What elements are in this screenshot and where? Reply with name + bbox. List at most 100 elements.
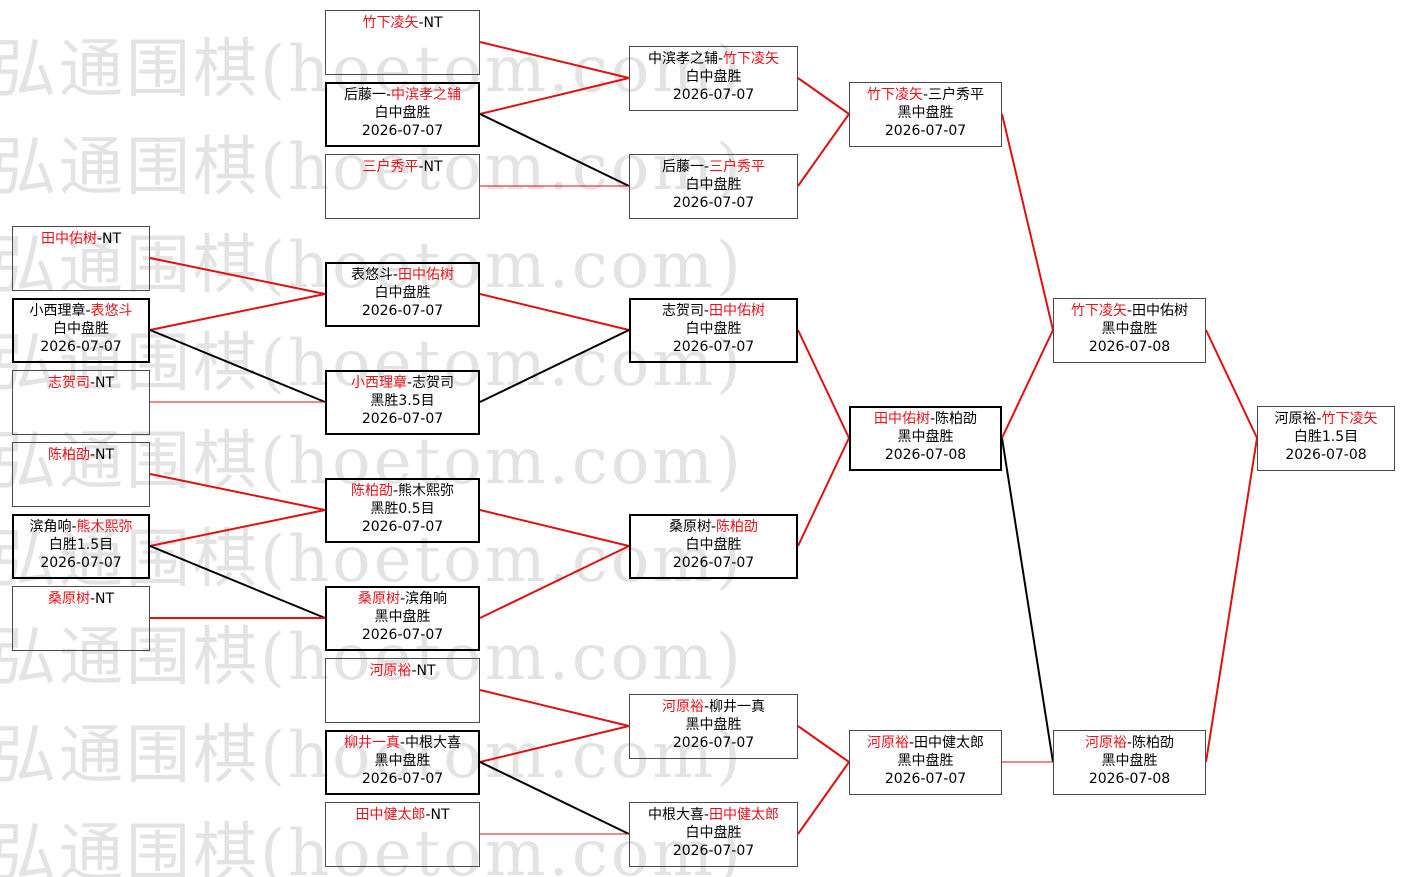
connector-line [1001, 113, 1054, 331]
match-date: 2026-07-07 [361, 123, 444, 139]
player-2-name: 志贺司 [412, 375, 455, 391]
connector-line [479, 293, 630, 331]
match-box[interactable]: 河原裕-NT [325, 658, 480, 723]
match-box[interactable]: 田中佑树-NT [12, 226, 150, 291]
match-date: 2026-07-07 [884, 771, 967, 787]
match-players: 田中佑树-陈柏劭 [851, 410, 1000, 428]
player-1-name: 陈柏劭 [350, 483, 393, 499]
separator: - [85, 303, 91, 319]
match-result: 白中盘胜 [685, 321, 742, 337]
match-date: 2026-07-07 [361, 411, 444, 427]
player-2-name: 田中佑树 [1132, 303, 1189, 319]
separator: - [71, 519, 77, 535]
match-players: 滨角响-熊木熙弥 [14, 518, 148, 536]
match-box[interactable]: 田中健太郎-NT [325, 802, 480, 867]
separator: - [1316, 411, 1322, 427]
match-result: 黑胜0.5目 [370, 501, 435, 517]
match-box[interactable]: 三户秀平-NT [325, 154, 480, 219]
match-players: 中滨孝之辅-竹下凌矢 [630, 50, 797, 68]
player-1-name: 田中健太郎 [355, 807, 426, 823]
connector-line [479, 77, 630, 115]
separator: - [418, 159, 424, 175]
player-2-name: 田中健太郎 [914, 735, 985, 751]
player-1-name: 竹下凌矢 [362, 15, 419, 31]
match-date: 2026-07-07 [672, 87, 755, 103]
connector-line [1001, 329, 1054, 439]
player-2-name: 陈柏劭 [935, 411, 978, 427]
match-players: 河原裕-NT [326, 662, 479, 680]
separator: - [703, 303, 710, 319]
separator: - [392, 483, 399, 499]
connector-line [149, 257, 326, 295]
connector-line [149, 473, 326, 511]
player-1-name: 竹下凌矢 [866, 87, 923, 103]
player-2-name: 表悠斗 [90, 303, 133, 319]
match-result: 黑胜3.5目 [370, 393, 435, 409]
match-result: 白中盘胜 [374, 105, 431, 121]
separator: - [418, 15, 424, 31]
match-result: 白中盘胜 [374, 285, 431, 301]
player-2-name: 田中佑树 [398, 267, 455, 283]
match-players: 陈柏劭-熊木熙弥 [327, 482, 478, 500]
connector-line [479, 329, 630, 403]
player-2-name: 中根大喜 [405, 735, 462, 751]
separator: - [89, 447, 96, 463]
player-1-name: 滨角响 [29, 519, 72, 535]
connector-line [797, 725, 850, 763]
separator: - [717, 51, 724, 67]
match-box[interactable]: 竹下凌矢-NT [325, 10, 480, 75]
player-2-name: 三户秀平 [709, 159, 766, 175]
player-2-name: 柳井一真 [709, 699, 766, 715]
match-date: 2026-07-07 [361, 303, 444, 319]
match-players: 竹下凌矢-三户秀平 [850, 86, 1001, 104]
match-result: 黑中盘胜 [897, 105, 954, 121]
match-result: 白中盘胜 [685, 537, 742, 553]
match-result: 白中盘胜 [53, 321, 109, 337]
separator: - [1126, 303, 1133, 319]
player-2-name: NT [95, 591, 115, 607]
match-date: 2026-07-07 [361, 627, 444, 643]
match-date: 2026-07-07 [672, 843, 755, 859]
connector-line [797, 437, 850, 547]
match-result: 黑中盘胜 [374, 753, 431, 769]
connector-line [479, 509, 630, 547]
match-box[interactable]: 陈柏劭-NT [12, 442, 150, 507]
connector-line [1205, 329, 1258, 439]
match-date: 2026-07-08 [884, 447, 967, 463]
match-box[interactable]: 桑原树-NT [12, 586, 150, 651]
player-2-name: NT [95, 447, 115, 463]
match-players: 桑原树-NT [13, 590, 149, 608]
player-1-name: 田中佑树 [40, 231, 97, 247]
match-date: 2026-07-07 [40, 339, 122, 355]
separator: - [411, 663, 417, 679]
player-2-name: 田中佑树 [709, 303, 766, 319]
match-date: 2026-07-07 [672, 555, 755, 571]
match-box[interactable]: 志贺司-NT [12, 370, 150, 435]
match-players: 后藤一-三户秀平 [630, 158, 797, 176]
player-1-name: 桑原树 [47, 591, 90, 607]
match-players: 竹下凌矢-NT [326, 14, 479, 32]
connector-line [479, 761, 630, 835]
connector-line [479, 545, 630, 619]
match-players: 桑原树-滨角响 [327, 590, 478, 608]
